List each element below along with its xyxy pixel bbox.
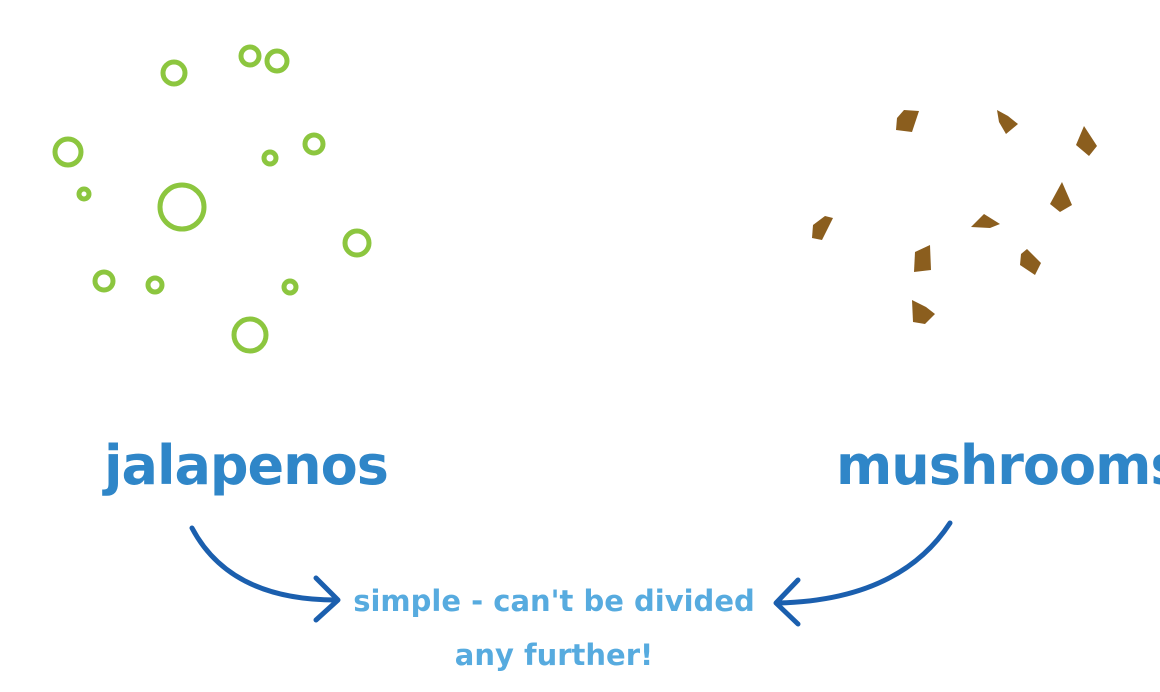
note-line-2: any further!	[455, 638, 653, 672]
jalapeno-pieces	[52, 44, 372, 354]
jalapeno-ring-icon	[342, 228, 372, 258]
mushroom-chunk-icon	[971, 214, 1000, 228]
jalapeno-ring-icon	[261, 149, 279, 167]
jalapeno-ring-icon	[145, 275, 165, 295]
mushrooms-label: mushrooms	[836, 434, 1160, 497]
mushroom-chunk-icon	[1020, 249, 1041, 275]
mushroom-chunk-icon	[914, 245, 931, 272]
jalapeno-ring-icon	[160, 59, 188, 87]
note-line-1: simple - can't be divided	[353, 584, 755, 618]
mushroom-chunk-icon	[812, 216, 833, 240]
jalapeno-ring-icon	[302, 132, 326, 156]
mushroom-pieces	[812, 110, 1097, 324]
right-curved-arrow-icon	[773, 520, 953, 627]
left-curved-arrow-icon	[189, 525, 341, 623]
jalapeno-ring-icon	[52, 136, 84, 168]
jalapeno-ring-icon	[281, 278, 299, 296]
mushroom-chunk-icon	[912, 300, 935, 324]
jalapeno-ring-icon	[264, 48, 290, 74]
jalapeno-ring-icon	[238, 44, 262, 68]
jalapeno-ring-icon	[231, 316, 269, 354]
jalapenos-label: jalapenos	[102, 434, 388, 497]
jalapeno-ring-icon	[157, 182, 207, 232]
mushroom-chunk-icon	[1076, 126, 1097, 156]
jalapeno-ring-icon	[76, 186, 92, 202]
mushroom-chunk-icon	[997, 110, 1018, 134]
arrows	[189, 520, 953, 627]
mushroom-chunk-icon	[1050, 182, 1072, 212]
jalapeno-ring-icon	[92, 269, 116, 293]
mushroom-chunk-icon	[896, 110, 919, 132]
